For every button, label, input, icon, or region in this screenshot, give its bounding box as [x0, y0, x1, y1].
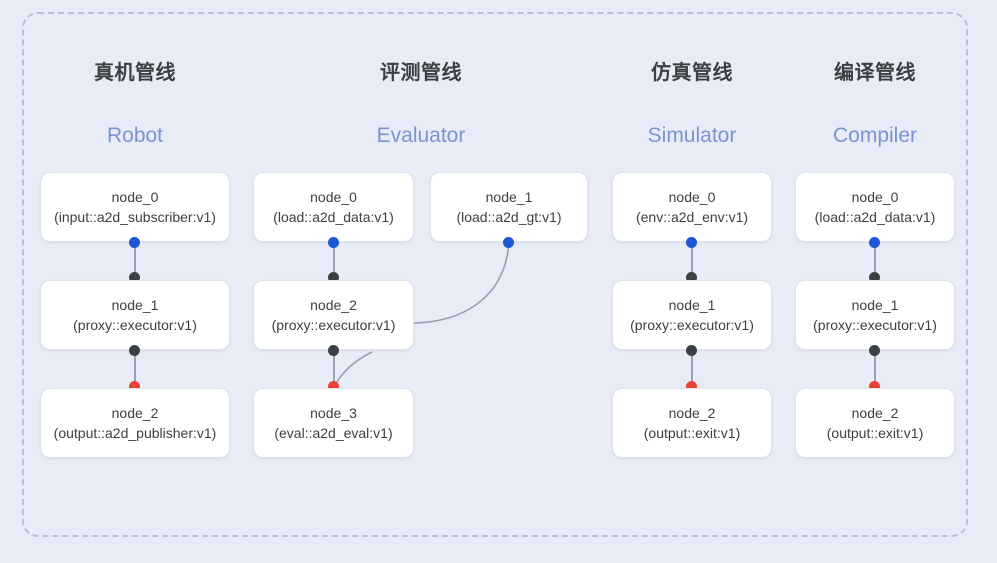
node-spec: (output::exit:v1) [826, 425, 924, 441]
port-out-robot-0[interactable] [129, 237, 140, 248]
node-label: node_0 [668, 189, 716, 205]
port-out-simulator-1[interactable] [686, 345, 697, 356]
port-in-robot-2[interactable] [129, 381, 140, 392]
node-simulator-1[interactable]: node_1 (proxy::executor:v1) [612, 280, 772, 350]
port-out-simulator-0[interactable] [686, 237, 697, 248]
node-spec: (proxy::executor:v1) [813, 317, 937, 333]
port-out-evaluator-0[interactable] [328, 237, 339, 248]
node-label: node_0 [111, 189, 159, 205]
node-spec: (eval::a2d_eval:v1) [274, 425, 393, 441]
node-compiler-0[interactable]: node_0 (load::a2d_data:v1) [795, 172, 955, 242]
node-label: node_1 [111, 297, 159, 313]
column-title-en-simulator: Simulator [647, 124, 737, 147]
node-robot-1[interactable]: node_1 (proxy::executor:v1) [40, 280, 230, 350]
node-simulator-0[interactable]: node_0 (env::a2d_env:v1) [612, 172, 772, 242]
node-spec: (input::a2d_subscriber:v1) [54, 209, 216, 225]
node-compiler-2[interactable]: node_2 (output::exit:v1) [795, 388, 955, 458]
column-title-en-compiler: Compiler [832, 124, 918, 147]
node-compiler-1[interactable]: node_1 (proxy::executor:v1) [795, 280, 955, 350]
node-spec: (load::a2d_data:v1) [273, 209, 394, 225]
port-out-evaluator-gt[interactable] [503, 237, 514, 248]
column-title-cn-simulator: 仿真管线 [651, 62, 733, 84]
column-title-cn-robot: 真机管线 [94, 62, 176, 84]
node-label: node_2 [668, 405, 716, 421]
node-evaluator-0[interactable]: node_0 (load::a2d_data:v1) [253, 172, 414, 242]
port-in-simulator-1[interactable] [686, 272, 697, 283]
port-in-robot-1[interactable] [129, 272, 140, 283]
node-evaluator-gt[interactable]: node_1 (load::a2d_gt:v1) [430, 172, 588, 242]
node-label: node_2 [111, 405, 159, 421]
node-simulator-2[interactable]: node_2 (output::exit:v1) [612, 388, 772, 458]
node-evaluator-2[interactable]: node_2 (proxy::executor:v1) [253, 280, 414, 350]
node-spec: (env::a2d_env:v1) [635, 209, 749, 225]
node-label: node_3 [310, 405, 357, 421]
port-in-simulator-2[interactable] [686, 381, 697, 392]
node-label: node_0 [310, 189, 357, 205]
column-title-cn-compiler: 编译管线 [834, 62, 916, 84]
column-title-en-robot: Robot [106, 124, 164, 147]
port-out-compiler-1[interactable] [869, 345, 880, 356]
node-label: node_1 [668, 297, 716, 313]
port-in-compiler-1[interactable] [869, 272, 880, 283]
node-spec: (proxy::executor:v1) [73, 317, 197, 333]
node-label: node_1 [851, 297, 899, 313]
port-out-compiler-0[interactable] [869, 237, 880, 248]
port-in-evaluator-3[interactable] [328, 381, 339, 392]
column-title-cn-evaluator: 评测管线 [380, 62, 462, 84]
diagram-dashed-frame [22, 12, 968, 537]
node-spec: (output::a2d_publisher:v1) [53, 425, 217, 441]
node-evaluator-3[interactable]: node_3 (eval::a2d_eval:v1) [253, 388, 414, 458]
node-label: node_2 [851, 405, 899, 421]
node-spec: (load::a2d_gt:v1) [456, 209, 562, 225]
column-title-en-evaluator: Evaluator [376, 124, 466, 147]
node-spec: (load::a2d_data:v1) [814, 209, 936, 225]
node-robot-0[interactable]: node_0 (input::a2d_subscriber:v1) [40, 172, 230, 242]
port-out-evaluator-2[interactable] [328, 345, 339, 356]
node-spec: (proxy::executor:v1) [271, 317, 396, 333]
node-label: node_2 [310, 297, 357, 313]
node-label: node_0 [851, 189, 899, 205]
node-label: node_1 [485, 189, 533, 205]
node-robot-2[interactable]: node_2 (output::a2d_publisher:v1) [40, 388, 230, 458]
port-in-compiler-2[interactable] [869, 381, 880, 392]
node-spec: (output::exit:v1) [643, 425, 741, 441]
port-in-evaluator-2[interactable] [328, 272, 339, 283]
port-out-robot-1[interactable] [129, 345, 140, 356]
node-spec: (proxy::executor:v1) [630, 317, 754, 333]
